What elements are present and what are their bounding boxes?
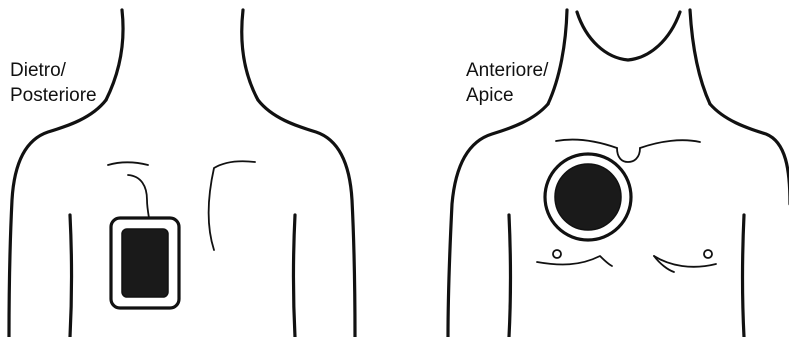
front-left-torso-edge	[509, 215, 511, 337]
front-left-nipple	[553, 250, 561, 258]
back-left-scapula	[108, 162, 148, 165]
front-left-shoulder-arm	[448, 104, 548, 337]
back-right-torso-edge	[294, 215, 296, 337]
front-neck-right	[690, 10, 710, 104]
back-left-torso-edge	[70, 215, 72, 337]
back-torso-figure	[0, 0, 395, 337]
front-right-shoulder-arm	[710, 104, 789, 204]
back-right-shoulder-arm	[258, 100, 355, 337]
anterior-label: Anteriore/ Apice	[466, 58, 548, 108]
front-neck-left	[548, 10, 567, 104]
anterior-label-line1: Anteriore/	[466, 58, 548, 83]
back-right-scapula	[209, 161, 255, 250]
front-left-pectoral	[537, 256, 612, 266]
anterior-pad-outline	[545, 154, 631, 240]
anterior-pad-electrode	[555, 164, 621, 230]
front-left-clavicle	[556, 140, 617, 148]
front-right-nipple	[704, 250, 712, 258]
back-neck-right	[242, 10, 258, 100]
posterior-label: Dietro/ Posteriore	[10, 58, 97, 108]
front-right-pectoral-inner	[654, 256, 674, 272]
posterior-pad-electrode	[122, 229, 168, 297]
posterior-label-line1: Dietro/	[10, 58, 97, 83]
front-right-clavicle	[640, 140, 700, 148]
front-right-torso-edge	[743, 215, 745, 337]
pad-cable	[128, 175, 149, 218]
back-neck-left	[106, 10, 123, 100]
back-left-shoulder-arm	[9, 100, 106, 337]
anterior-label-line2: Apice	[466, 83, 548, 108]
front-right-pectoral	[654, 256, 716, 267]
sternal-notch	[617, 148, 640, 162]
posterior-label-line2: Posteriore	[10, 83, 97, 108]
front-chin	[577, 12, 680, 60]
